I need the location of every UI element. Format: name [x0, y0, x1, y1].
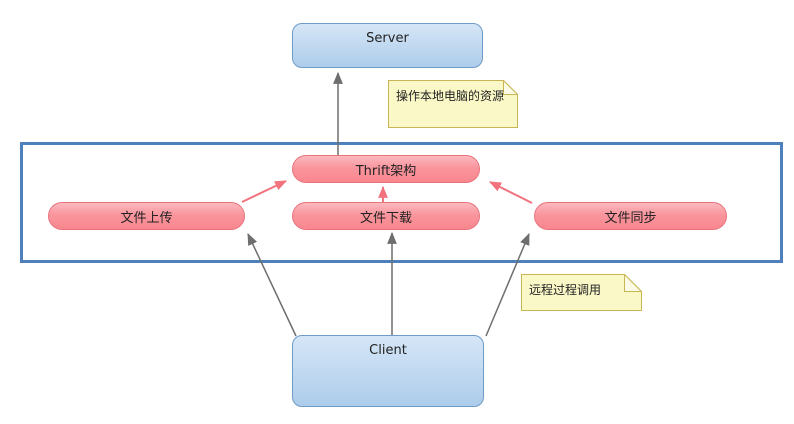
- arrow-client-to-sync: [485, 232, 530, 337]
- arrow-sync-to-thrift: [489, 181, 533, 204]
- node-server: Server: [292, 23, 483, 68]
- node-file-sync: 文件同步: [534, 202, 727, 230]
- note-paper-icon: [521, 274, 642, 311]
- note-rpc-text: 远程过程调用: [529, 283, 602, 297]
- arrow-upload-to-thrift: [241, 180, 287, 203]
- node-thrift: Thrift架构: [292, 155, 480, 183]
- node-client: Client: [292, 335, 484, 407]
- node-client-label: Client: [369, 343, 407, 358]
- node-thrift-label: Thrift架构: [355, 163, 417, 179]
- node-file-sync-label: 文件同步: [604, 210, 657, 226]
- note-paper-icon: [388, 80, 518, 128]
- node-server-label: Server: [366, 31, 409, 46]
- arrow-client-to-upload: [247, 233, 297, 337]
- node-file-upload: 文件上传: [48, 202, 245, 230]
- node-file-download: 文件下载: [292, 202, 480, 230]
- thrift-group-frame: [20, 142, 783, 263]
- note-local-resource-text: 操作本地电脑的资源: [396, 89, 505, 103]
- note-rpc: 远程过程调用: [521, 274, 642, 311]
- node-file-upload-label: 文件上传: [120, 210, 173, 226]
- note-local-resource: 操作本地电脑的资源: [388, 80, 518, 128]
- node-file-download-label: 文件下载: [359, 210, 412, 226]
